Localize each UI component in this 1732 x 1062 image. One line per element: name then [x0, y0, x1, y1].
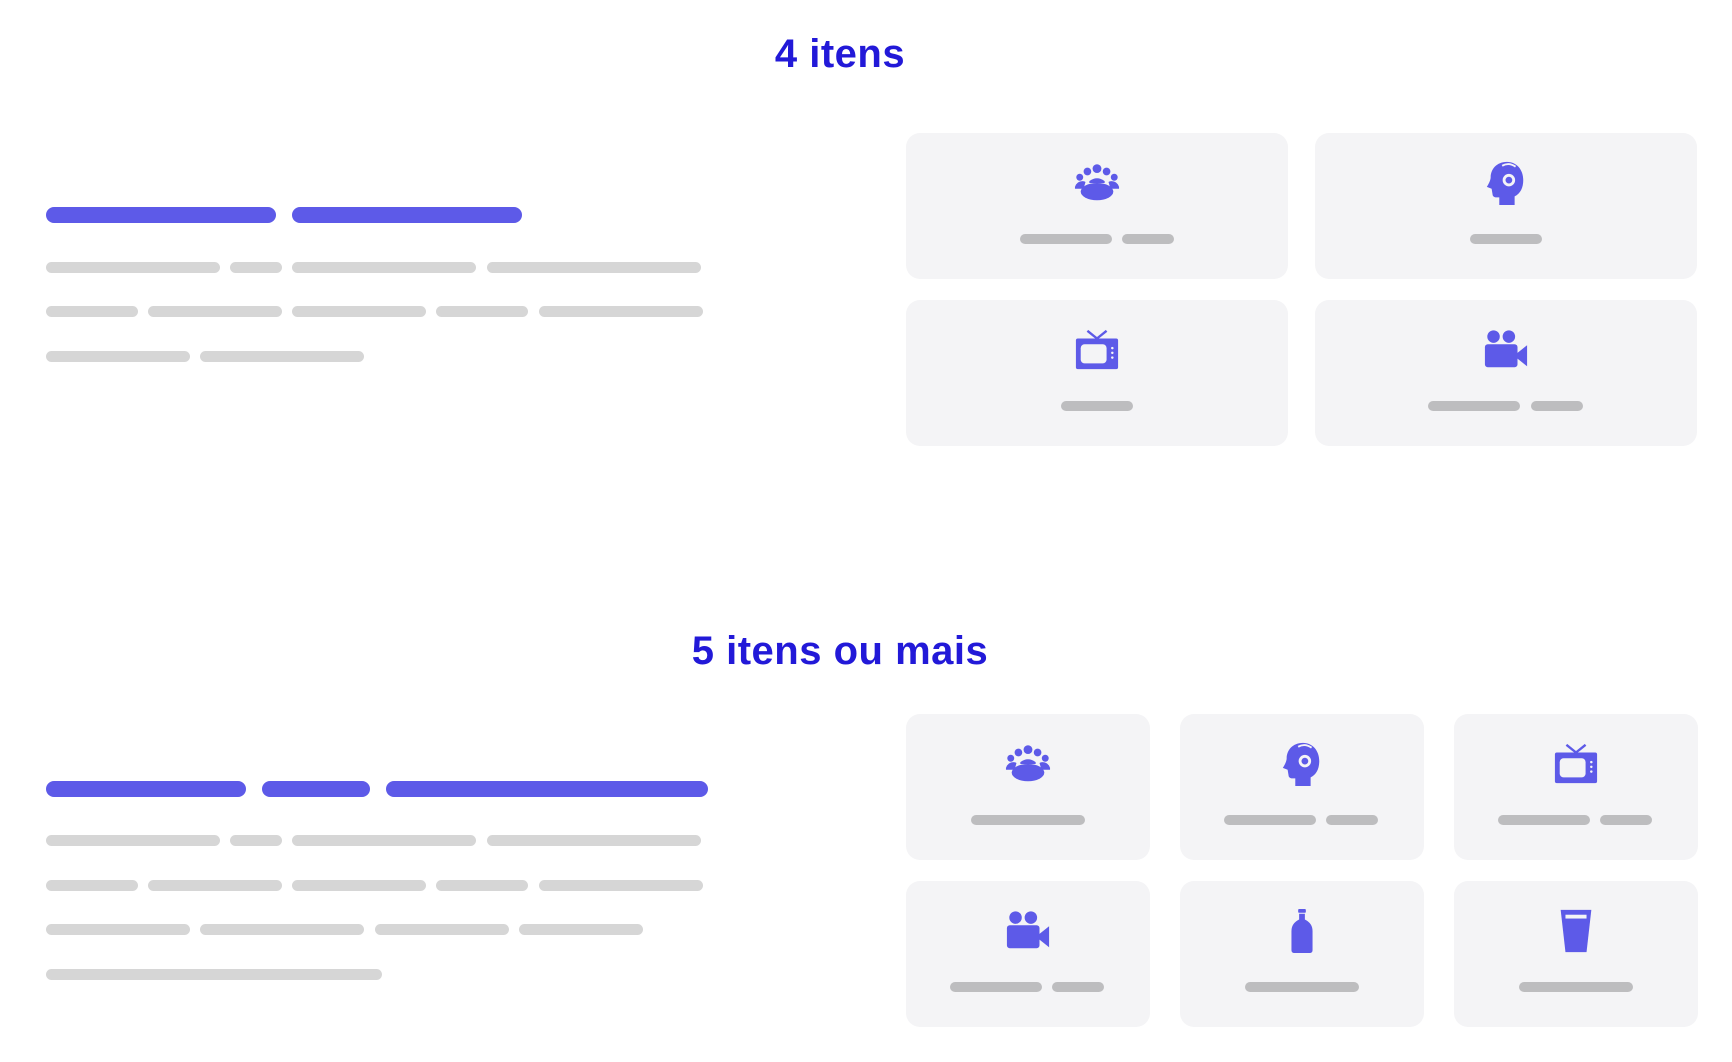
feature-card[interactable]: [1454, 881, 1698, 1027]
text-placeholder-line: [292, 306, 426, 317]
feature-card[interactable]: [1315, 133, 1697, 279]
text-placeholder-line: [539, 306, 703, 317]
caption-placeholder: [1519, 982, 1633, 992]
caption-placeholder: [1224, 815, 1316, 825]
feature-card[interactable]: [906, 300, 1288, 446]
text-placeholder-line: [375, 924, 509, 935]
caption-placeholder: [1326, 815, 1378, 825]
retro-tv-icon: [1075, 329, 1119, 370]
text-placeholder-line: [148, 880, 282, 891]
heading-placeholder-line: [262, 781, 370, 797]
text-placeholder-line: [46, 969, 382, 980]
people-group-icon: [1074, 164, 1120, 201]
text-placeholder-line: [46, 262, 220, 273]
feature-card[interactable]: [1180, 881, 1424, 1027]
bottle-icon: [1291, 908, 1313, 954]
feature-card[interactable]: [906, 881, 1150, 1027]
section-title-4-items: 4 itens: [774, 32, 906, 76]
caption-placeholder: [1531, 401, 1583, 411]
caption-placeholder: [1428, 401, 1520, 411]
text-placeholder-line: [46, 306, 138, 317]
text-placeholder-line: [292, 835, 476, 846]
caption-placeholder: [1061, 401, 1133, 411]
caption-placeholder: [1020, 234, 1112, 244]
text-placeholder-line: [519, 924, 643, 935]
text-placeholder-line: [436, 306, 528, 317]
headset-head-icon: [1282, 742, 1320, 787]
heading-placeholder-line: [292, 207, 522, 223]
text-placeholder-line: [200, 924, 364, 935]
text-placeholder-line: [46, 351, 190, 362]
text-placeholder-line: [539, 880, 703, 891]
caption-placeholder: [950, 982, 1042, 992]
feature-card[interactable]: [1180, 714, 1424, 860]
text-placeholder-line: [46, 835, 220, 846]
caption-placeholder: [1245, 982, 1359, 992]
text-placeholder-line: [230, 835, 282, 846]
text-placeholder-line: [200, 351, 364, 362]
caption-placeholder: [971, 815, 1085, 825]
text-placeholder-line: [487, 835, 701, 846]
retro-tv-icon: [1554, 743, 1598, 784]
caption-placeholder: [1470, 234, 1542, 244]
text-placeholder-line: [230, 262, 282, 273]
section-title-5-plus-items: 5 itens ou mais: [691, 629, 989, 673]
text-placeholder-line: [292, 262, 476, 273]
caption-placeholder: [1052, 982, 1104, 992]
feature-card[interactable]: [1315, 300, 1697, 446]
text-placeholder-line: [148, 306, 282, 317]
heading-placeholder-line: [46, 781, 246, 797]
text-placeholder-line: [46, 924, 190, 935]
heading-placeholder-line: [386, 781, 708, 797]
caption-placeholder: [1122, 234, 1174, 244]
cup-icon: [1560, 909, 1592, 953]
heading-placeholder-line: [46, 207, 276, 223]
video-camera-icon: [1006, 911, 1050, 949]
caption-placeholder: [1498, 815, 1590, 825]
caption-placeholder: [1600, 815, 1652, 825]
text-placeholder-line: [487, 262, 701, 273]
text-placeholder-line: [436, 880, 528, 891]
text-placeholder-line: [46, 880, 138, 891]
headset-head-icon: [1486, 161, 1524, 206]
feature-card[interactable]: [1454, 714, 1698, 860]
feature-card[interactable]: [906, 133, 1288, 279]
people-group-icon: [1005, 745, 1051, 782]
feature-card[interactable]: [906, 714, 1150, 860]
video-camera-icon: [1484, 330, 1528, 368]
text-placeholder-line: [292, 880, 426, 891]
